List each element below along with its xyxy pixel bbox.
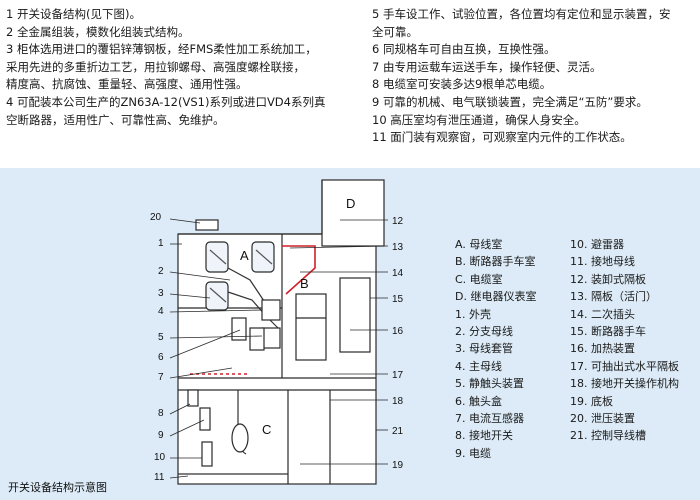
callout-number: 1 [158, 238, 164, 249]
legend-item: 18. 接地开关操作机构 [570, 377, 679, 391]
legend-item: D. 继电器仪表室 [455, 290, 537, 304]
compartment-label-c: C [262, 422, 271, 437]
callout-number: 2 [158, 266, 164, 277]
feature-line: 3 柜体选用进口的覆铝锌薄钢板，经FMS柔性加工系统加工， [6, 42, 317, 57]
legend-row: B. 断路器手车室 11. 接地母线 [455, 253, 695, 270]
legend-item: 20. 泄压装置 [570, 412, 635, 426]
feature-line: 2 全金属组装，模数化组装式结构。 [6, 24, 190, 39]
feature-line: 9 可靠的机械、电气联锁装置，完全满足“五防”要求。 [372, 94, 648, 109]
legend-item: 11. 接地母线 [570, 255, 635, 269]
legend-item: 13. 隔板（活门） [570, 290, 657, 304]
feature-line: 7 由专用运载车运送手车，操作轻便、灵活。 [372, 59, 602, 74]
relay-compartment [321, 179, 385, 247]
feature-line: 4 可配装本公司生产的ZN63A-12(VS1)系列或进口VD4系列真 [6, 94, 326, 109]
legend-row: 7. 电流互感器 20. 泄压装置 [455, 410, 695, 427]
diagram-panel: A B C D 20 1 2 3 4 5 6 7 8 9 10 11 12 13… [0, 168, 700, 500]
legend-item: 8. 接地开关 [455, 429, 513, 443]
legend-item: 2. 分支母线 [455, 325, 513, 339]
legend-item: 6. 触头盒 [455, 394, 502, 408]
contact-box [261, 327, 281, 349]
legend-row: 9. 电缆 [455, 445, 695, 462]
feature-line: 精度高、抗腐蚀、重量轻、高强度、通用性强。 [6, 77, 248, 92]
legend-item: 4. 主母线 [455, 359, 502, 373]
legend-item: 12. 装卸式隔板 [570, 272, 646, 286]
legend-item: 14. 二次插头 [570, 307, 635, 321]
callout-number: 15 [392, 294, 404, 305]
callout-number: 4 [158, 306, 164, 317]
callout-number: 20 [150, 212, 162, 223]
legend-row: D. 继电器仪表室 13. 隔板（活门） [455, 288, 695, 305]
legend-item: 15. 断路器手车 [570, 325, 646, 339]
callout-number: 6 [158, 352, 164, 363]
grounding-switch [187, 389, 199, 407]
legend-row: 3. 母线套管 16. 加热装置 [455, 340, 695, 357]
busbar-bushing [251, 241, 275, 273]
feature-text-area: 1 开关设备结构(见下图)。 2 全金属组装，模数化组装式结构。 3 柜体选用进… [0, 0, 700, 168]
legend-item: A. 母线室 [455, 238, 503, 251]
feature-line: 11 面门装有观察窗，可观察室内元件的工作状态。 [372, 130, 632, 145]
feature-line: 1 开关设备结构(见下图)。 [6, 7, 141, 21]
breaker-truck [295, 293, 327, 361]
feature-line: 全可靠。 [372, 24, 418, 39]
legend-item: 21. 控制导线槽 [570, 429, 646, 443]
callout-number: 17 [392, 370, 404, 381]
legend-item: 19. 底板 [570, 394, 613, 408]
legend-row: 4. 主母线 17. 可抽出式水平隔板 [455, 358, 695, 375]
switchgear-diagram: A B C D 20 1 2 3 4 5 6 7 8 9 10 11 12 13… [150, 179, 404, 485]
legend-item: 7. 电流互感器 [455, 412, 524, 426]
legend-item: 3. 母线套管 [455, 342, 513, 356]
legend-item: 17. 可抽出式水平隔板 [570, 359, 679, 373]
feature-line: 采用先进的多重折边工艺，用拉铆螺母、高强度螺栓联接， [6, 59, 305, 74]
feature-line: 10 高压室均有泄压通道，确保人身安全。 [372, 112, 586, 127]
legend-item: B. 断路器手车室 [455, 255, 536, 269]
callout-number: 14 [392, 268, 404, 279]
callout-number: 10 [154, 452, 166, 463]
busbar-bushing [205, 281, 229, 311]
legend-item: 1. 外壳 [455, 307, 491, 321]
pressure-relief [195, 219, 219, 231]
callout-number: 3 [158, 288, 164, 299]
callout-number: 12 [392, 216, 404, 227]
legend-row: C. 电缆室 12. 装卸式隔板 [455, 271, 695, 288]
feature-line: 6 同规格车可自由互换，互换性强。 [372, 42, 556, 57]
compartment-label-a: A [240, 248, 249, 263]
callout-number: 8 [158, 408, 164, 419]
legend-item: 10. 避雷器 [570, 238, 624, 251]
callout-number: 13 [392, 242, 404, 253]
current-transformer [249, 327, 265, 351]
legend-row: A. 母线室 10. 避雷器 [455, 236, 695, 253]
callout-number: 5 [158, 332, 164, 343]
feature-line: 5 手车设工作、试验位置，各位置均有定位和显示装置，安 [372, 7, 671, 21]
legend-item: 16. 加热装置 [570, 342, 635, 356]
compartment-label-d: D [346, 196, 355, 211]
feature-line: 8 电缆室可安装多达9根单芯电缆。 [372, 77, 552, 92]
callout-number: 16 [392, 326, 404, 337]
callout-number: 18 [392, 396, 404, 407]
current-transformer [231, 317, 247, 341]
compartment-label-b: B [300, 276, 309, 291]
callout-number: 11 [154, 472, 165, 483]
legend-row: 5. 静触头装置 18. 接地开关操作机构 [455, 375, 695, 392]
callout-number: 9 [158, 430, 164, 441]
legend-item: C. 电缆室 [455, 272, 503, 286]
feature-list-right: 5 手车设工作、试验位置，各位置均有定位和显示装置，安 全可靠。 6 同规格车可… [372, 6, 692, 147]
feature-line: 空断路器，适用性广、可靠性高、免维护。 [6, 112, 225, 127]
callout-number: 7 [158, 372, 164, 383]
diagram-legend: A. 母线室 10. 避雷器 B. 断路器手车室 11. 接地母线 C. 电缆室 12… [455, 236, 695, 462]
legend-row: 2. 分支母线 15. 断路器手车 [455, 323, 695, 340]
legend-item: 9. 电缆 [455, 446, 491, 460]
legend-row: 1. 外壳 14. 二次插头 [455, 306, 695, 323]
contact-box [261, 299, 281, 321]
surge-arrester [201, 441, 213, 467]
legend-row: 6. 触头盒 19. 底板 [455, 393, 695, 410]
callout-number: 19 [392, 460, 404, 471]
callout-number: 21 [392, 426, 404, 437]
busbar-bushing [205, 241, 229, 273]
diagram-caption: 开关设备结构示意图 [8, 481, 107, 494]
legend-row: 8. 接地开关 21. 控制导线槽 [455, 427, 695, 444]
feature-list-left: 1 开关设备结构(见下图)。 2 全金属组装，模数化组装式结构。 3 柜体选用进… [6, 6, 356, 129]
legend-item: 5. 静触头装置 [455, 377, 524, 391]
